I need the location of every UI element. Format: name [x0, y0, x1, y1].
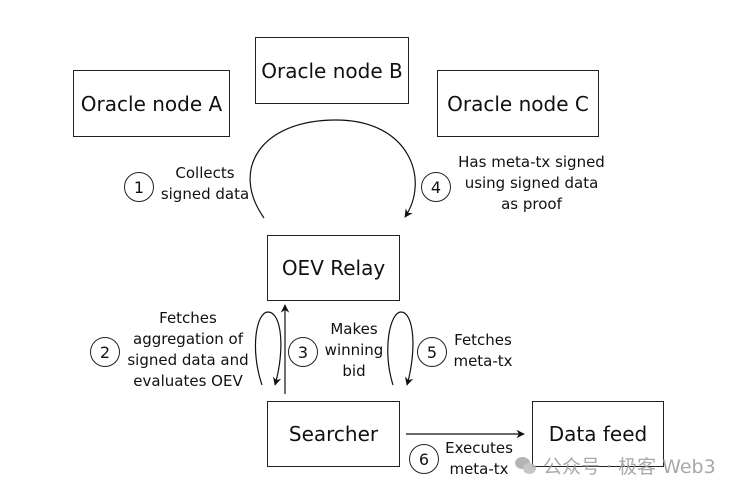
step-4-line: as proof: [501, 195, 562, 213]
oev-relay-label: OEV Relay: [281, 256, 386, 280]
oracle-node-a-label: Oracle node A: [80, 91, 223, 116]
arrow-fetch-meta-tx: [387, 311, 414, 386]
step-6-line: Executes: [445, 439, 513, 457]
step-5-label: Fetches meta-tx: [448, 330, 518, 372]
step-4-line: Has meta-tx signed: [458, 153, 605, 171]
step-3-line: Makes: [330, 320, 378, 338]
step-2-line: Fetches: [159, 309, 217, 327]
data-feed-label: Data feed: [548, 422, 648, 446]
watermark-text: 公众号 · 极客 Web3: [543, 456, 716, 478]
step-2-line: evaluates OEV: [133, 372, 243, 390]
step-4-number: 4: [430, 177, 442, 197]
step-4-line: using signed data: [464, 174, 599, 192]
step-3-number: 3: [297, 342, 309, 362]
step-1-line: Collects: [175, 164, 235, 182]
arrow-fetch-aggregation: [254, 311, 282, 386]
step-3-line: bid: [342, 362, 366, 380]
oracle-node-a: Oracle node A: [73, 70, 230, 137]
oracle-node-c-label: Oracle node C: [447, 91, 589, 116]
step-5-line: Fetches: [454, 331, 512, 349]
step-3-badge: 3: [288, 337, 318, 367]
step-6-line: meta-tx: [449, 460, 509, 478]
step-1-number: 1: [133, 177, 145, 197]
step-2-line: aggregation of: [133, 330, 243, 348]
step-2-line: signed data and: [127, 351, 249, 369]
step-3-label: Makes winning bid: [320, 319, 388, 382]
data-feed: Data feed: [532, 401, 664, 467]
step-2-number: 2: [99, 342, 111, 362]
step-5-line: meta-tx: [453, 352, 513, 370]
step-5-badge: 5: [417, 337, 447, 367]
step-1-line: signed data: [160, 185, 250, 203]
step-6-badge: 6: [409, 444, 439, 474]
oracle-node-b: Oracle node B: [255, 37, 409, 104]
oracle-node-b-label: Oracle node B: [261, 58, 403, 83]
step-2-label: Fetches aggregation of signed data and e…: [122, 308, 254, 392]
wechat-icon: [515, 456, 537, 475]
step-1-badge: 1: [124, 172, 154, 202]
searcher-label: Searcher: [288, 422, 379, 446]
watermark: 公众号 · 极客 Web3: [515, 452, 716, 479]
step-4-badge: 4: [421, 172, 451, 202]
step-4-label: Has meta-tx signed using signed data as …: [454, 152, 609, 215]
oev-relay: OEV Relay: [267, 235, 400, 301]
step-3-line: winning: [324, 341, 384, 359]
searcher: Searcher: [267, 401, 400, 467]
step-5-number: 5: [426, 342, 438, 362]
arrow-collect-and-sign: [249, 119, 416, 219]
step-2-badge: 2: [90, 337, 120, 367]
step-6-label: Executes meta-tx: [441, 438, 517, 480]
step-1-label: Collects signed data: [156, 163, 254, 205]
step-6-number: 6: [418, 449, 430, 469]
oracle-node-c: Oracle node C: [437, 70, 599, 137]
